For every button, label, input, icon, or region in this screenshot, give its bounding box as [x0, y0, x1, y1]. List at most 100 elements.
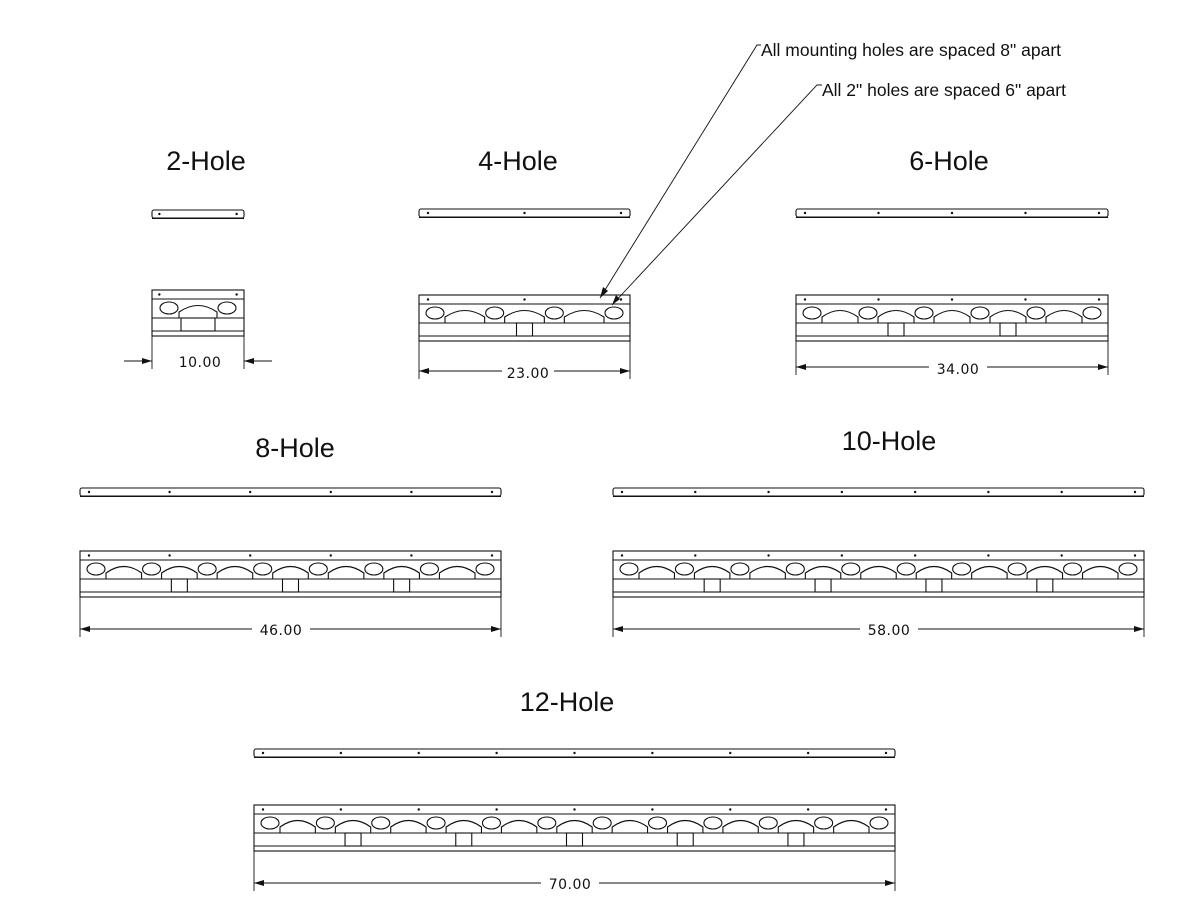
two-inch-hole: [952, 562, 972, 576]
rack-6-hole: [795, 208, 1109, 375]
dimension-label-2-hole: 10.00: [179, 355, 222, 371]
mounting-hole-dot: [729, 751, 732, 755]
mounting-hole-dot: [913, 554, 917, 557]
saddle-cutout: [216, 565, 254, 579]
support-post: [676, 832, 694, 847]
mounting-hole-dot: [490, 554, 494, 557]
arrowhead-left: [80, 626, 90, 632]
mounting-hole-dot: [806, 808, 810, 811]
mounting-hole-dot: [1060, 490, 1063, 494]
two-inch-hole: [703, 816, 723, 830]
mounting-hole-dot: [1097, 298, 1101, 301]
two-inch-hole: [604, 306, 624, 320]
saddle-cutout: [877, 309, 915, 323]
dimension-line: [612, 597, 1145, 637]
two-inch-hole: [647, 816, 668, 830]
two-inch-hole: [730, 562, 750, 576]
two-inch-hole: [914, 306, 934, 320]
saddle-cutout: [833, 819, 870, 833]
mounting-hole-dot: [523, 211, 526, 215]
two-inch-hole: [592, 816, 612, 830]
two-inch-hole: [802, 306, 822, 320]
strip-outline: [418, 208, 631, 218]
saddle-cutout: [279, 819, 316, 833]
saddle-cutout: [563, 309, 605, 323]
dimension-label-8-hole: 46.00: [260, 623, 303, 639]
front-view: [612, 550, 1145, 598]
mounting-hole-dot: [410, 490, 413, 494]
arrowhead-left: [419, 368, 429, 374]
mounting-hole-dot: [877, 211, 880, 215]
saddle-cutout: [989, 309, 1027, 323]
rack-title-8-hole: 8-Hole: [255, 433, 335, 463]
front-view: [795, 294, 1109, 342]
two-inch-hole: [197, 562, 217, 576]
dimension-line: [79, 597, 502, 637]
support-post: [170, 578, 188, 593]
mounting-hole-dot: [1024, 211, 1027, 215]
mounting-hole-dot: [417, 808, 420, 811]
mounting-hole-dot: [620, 554, 624, 557]
dimension-label-6-hole: 34.00: [937, 362, 980, 378]
mounting-hole-dot: [950, 298, 954, 301]
mounting-hole-dot: [1060, 554, 1063, 557]
mounting-hole-dot: [651, 751, 654, 755]
mounting-hole-dot: [249, 490, 252, 494]
saddle-cutout: [611, 819, 649, 833]
two-inch-hole: [315, 816, 335, 830]
rack-12-hole: [253, 748, 896, 891]
mounting-hole-dot: [495, 808, 498, 811]
annotation-mounting-holes: All mounting holes are spaced 8" apart: [599, 40, 1061, 299]
arrowhead-right: [885, 880, 895, 886]
arrowhead-left: [142, 358, 152, 364]
two-inch-hole: [425, 306, 445, 320]
two-inch-hole: [758, 816, 778, 830]
support-post: [814, 578, 832, 593]
two-inch-hole: [674, 562, 694, 576]
mounting-hole-dot: [235, 212, 238, 216]
mounting-hole-dot: [261, 808, 265, 811]
saddle-cutout: [438, 565, 476, 579]
saddle-cutout: [933, 309, 971, 323]
strip-outline: [79, 487, 502, 497]
mounting-hole-dot: [573, 751, 576, 755]
mounting-hole-dot: [426, 211, 430, 215]
mounting-hole-dot: [426, 298, 430, 301]
saddle-cutout: [444, 309, 486, 323]
two-inch-hole: [1118, 562, 1138, 576]
saddle-cutout: [638, 565, 675, 579]
two-inch-hole: [537, 816, 557, 830]
mounting-hole-dot: [620, 490, 624, 494]
leader-arrowhead: [600, 287, 608, 298]
mounting-hole-dot: [168, 490, 171, 494]
two-inch-hole: [896, 562, 916, 576]
arrowhead-left: [613, 626, 623, 632]
mounting-hole-dot: [694, 490, 697, 494]
saddle-cutout: [860, 565, 897, 579]
saddle-cutout: [500, 819, 538, 833]
two-inch-hole: [1026, 306, 1046, 320]
saddle-cutout: [722, 819, 759, 833]
two-inch-hole: [308, 562, 328, 576]
top-view-strip: [418, 208, 631, 218]
dimension-label-10-hole: 58.00: [868, 623, 911, 639]
front-view: [151, 289, 245, 337]
front-outline: [612, 550, 1145, 598]
rack-title-2-hole: 2-Hole: [166, 146, 246, 176]
rack-4-hole: [418, 208, 631, 379]
two-inch-hole: [858, 306, 878, 320]
top-view-strip: [612, 487, 1145, 497]
front-outline: [253, 804, 896, 852]
strip-outline: [151, 209, 245, 219]
top-view-strip: [79, 487, 502, 497]
saddle-cutout: [915, 565, 953, 579]
mounting-hole-dot: [1097, 211, 1101, 215]
leader-arrowhead: [612, 295, 620, 305]
mounting-hole-dot: [573, 808, 576, 811]
front-view: [418, 294, 631, 342]
mounting-hole-dot: [523, 298, 526, 301]
mounting-hole-dot: [803, 211, 807, 215]
mounting-hole-dot: [651, 808, 654, 811]
support-post: [565, 832, 584, 847]
